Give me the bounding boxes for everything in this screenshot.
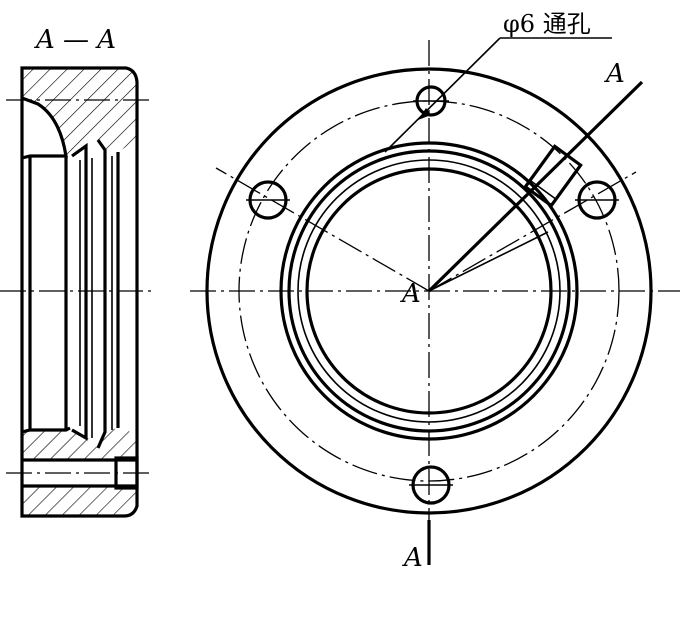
center-label: A <box>400 279 421 309</box>
ring-outer <box>279 141 579 441</box>
leader-arrow <box>418 108 431 120</box>
section-groove-2 <box>96 139 107 449</box>
hole-bottom <box>409 465 453 505</box>
section-groove-detail <box>79 156 113 438</box>
section-cut-line <box>427 80 644 293</box>
hole-note-leader <box>384 37 501 153</box>
radial-line-right <box>428 171 637 292</box>
flange-outer-circle <box>205 67 653 515</box>
section-outline <box>20 66 139 518</box>
section-chamfer-top <box>21 96 68 160</box>
hole-top <box>413 85 449 117</box>
hole-right <box>575 180 619 220</box>
section-view-title: A — A <box>34 25 116 55</box>
ring-groove <box>287 149 571 433</box>
section-mark-bottom: A <box>402 543 423 573</box>
hole-left <box>246 180 290 220</box>
section-hatch-bottom <box>22 428 137 460</box>
section-groove-1 <box>71 142 88 441</box>
ring-thin <box>297 159 561 423</box>
section-mark-top: A <box>604 59 625 89</box>
section-hatch-top <box>22 68 137 156</box>
hole-note: φ6 通孔 <box>503 10 591 38</box>
section-cut-line-inner <box>428 231 549 292</box>
section-chamfer-bottom <box>21 426 71 434</box>
section-view: A — A <box>0 25 152 518</box>
bolt-circle <box>238 100 620 482</box>
front-view: φ6 通孔 A A A <box>190 10 680 573</box>
section-hatch-base <box>22 486 137 516</box>
radial-line-left <box>215 167 430 292</box>
ring-bore <box>305 167 553 415</box>
